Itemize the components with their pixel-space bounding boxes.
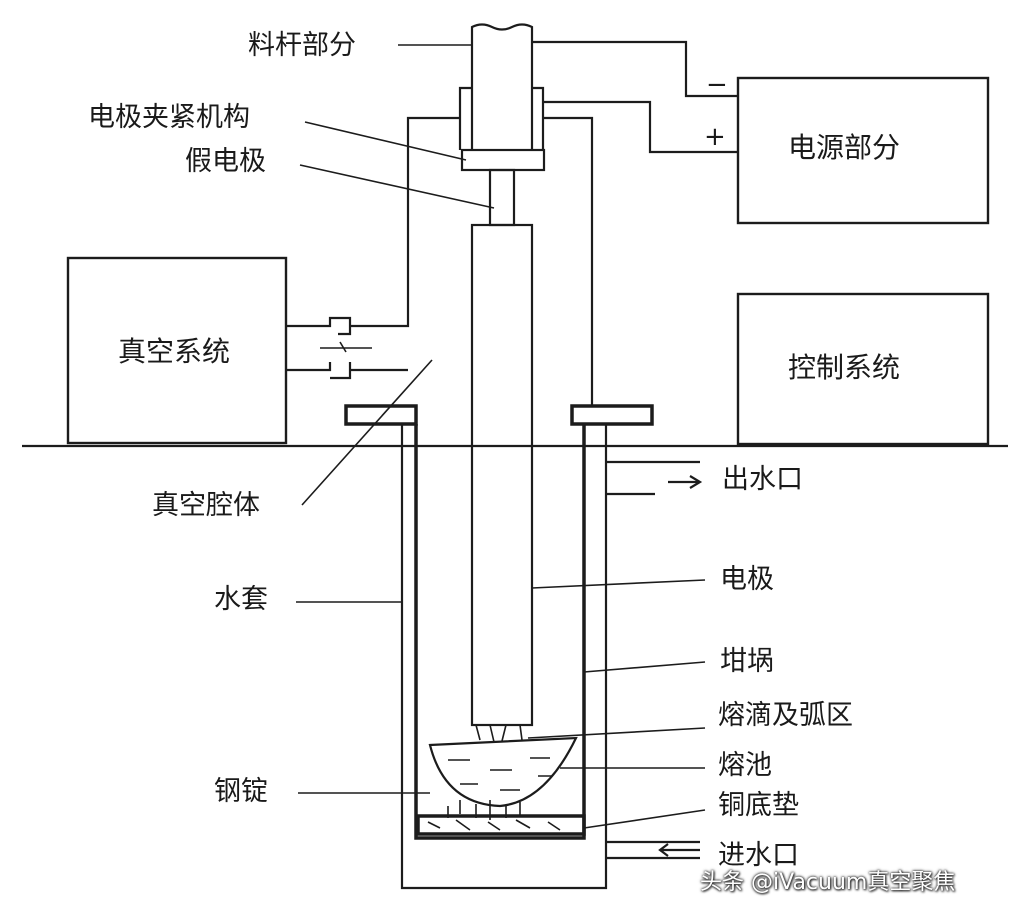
power-box-label: 电源部分 [788, 131, 901, 164]
label-water-inlet: 进水口 [718, 840, 799, 871]
label-crucible: 坩埚 [720, 646, 774, 677]
chamber-flange-left [344, 404, 418, 426]
melt-pool-texture [448, 757, 552, 791]
leader-crucible [583, 661, 706, 673]
minus-wire [532, 40, 738, 98]
ingot-texture [447, 800, 521, 820]
label-vacuum-chamber: 真空腔体 [152, 490, 260, 521]
label-electrode: 电极 [720, 564, 774, 595]
label-water-jacket: 水套 [214, 584, 268, 615]
leader-copper [583, 809, 706, 829]
vacuum-pipe-bottom [286, 362, 352, 380]
top-flange [458, 86, 545, 150]
outlet-arrow [668, 475, 703, 489]
vacuum-valve [320, 341, 372, 353]
vacuum-system-label: 真空系统 [118, 335, 231, 368]
power-box [736, 76, 990, 225]
chamber-right-wall [543, 116, 594, 405]
electrode-shape [470, 223, 534, 727]
leader-droplet [527, 727, 706, 739]
label-dummy-electrode: 假电极 [185, 146, 266, 177]
control-box [736, 292, 990, 446]
electrode-clamp [460, 148, 546, 172]
leader-chamber [301, 359, 433, 506]
label-clamp: 电极夹紧机构 [88, 102, 250, 133]
copper-base-texture [427, 819, 561, 831]
leader-dummy [299, 164, 495, 209]
chamber-left-wall [350, 116, 460, 328]
minus-sign: − [706, 70, 728, 100]
plus-wire [543, 100, 738, 154]
watermark: 头条 @iVacuum真空聚焦 [700, 870, 956, 895]
label-water-outlet: 出水口 [722, 464, 803, 495]
water-jacket-outer [400, 424, 608, 890]
inlet-pipe [606, 840, 700, 860]
electrode-tip [475, 724, 523, 743]
dummy-electrode-shape [488, 168, 516, 227]
outlet-pipe [606, 460, 700, 496]
crucible-wall [414, 424, 586, 840]
label-ingot: 钢锭 [214, 776, 268, 807]
control-system-label: 控制系统 [788, 351, 901, 384]
leader-clamp [304, 121, 467, 161]
vacuum-pipe-top [286, 316, 352, 336]
chamber-flange-right [570, 404, 654, 426]
label-melt-pool: 熔池 [718, 750, 772, 781]
label-copper-base: 铜底垫 [718, 790, 799, 821]
vacuum-system-box [66, 256, 288, 445]
label-droplet-arc: 熔滴及弧区 [718, 700, 853, 731]
leader-electrode [531, 579, 706, 589]
label-feed-rod: 料杆部分 [248, 30, 356, 61]
copper-base [416, 814, 586, 836]
melt-pool [428, 736, 578, 808]
feed-rod [470, 23, 534, 150]
plus-sign: + [704, 122, 726, 152]
